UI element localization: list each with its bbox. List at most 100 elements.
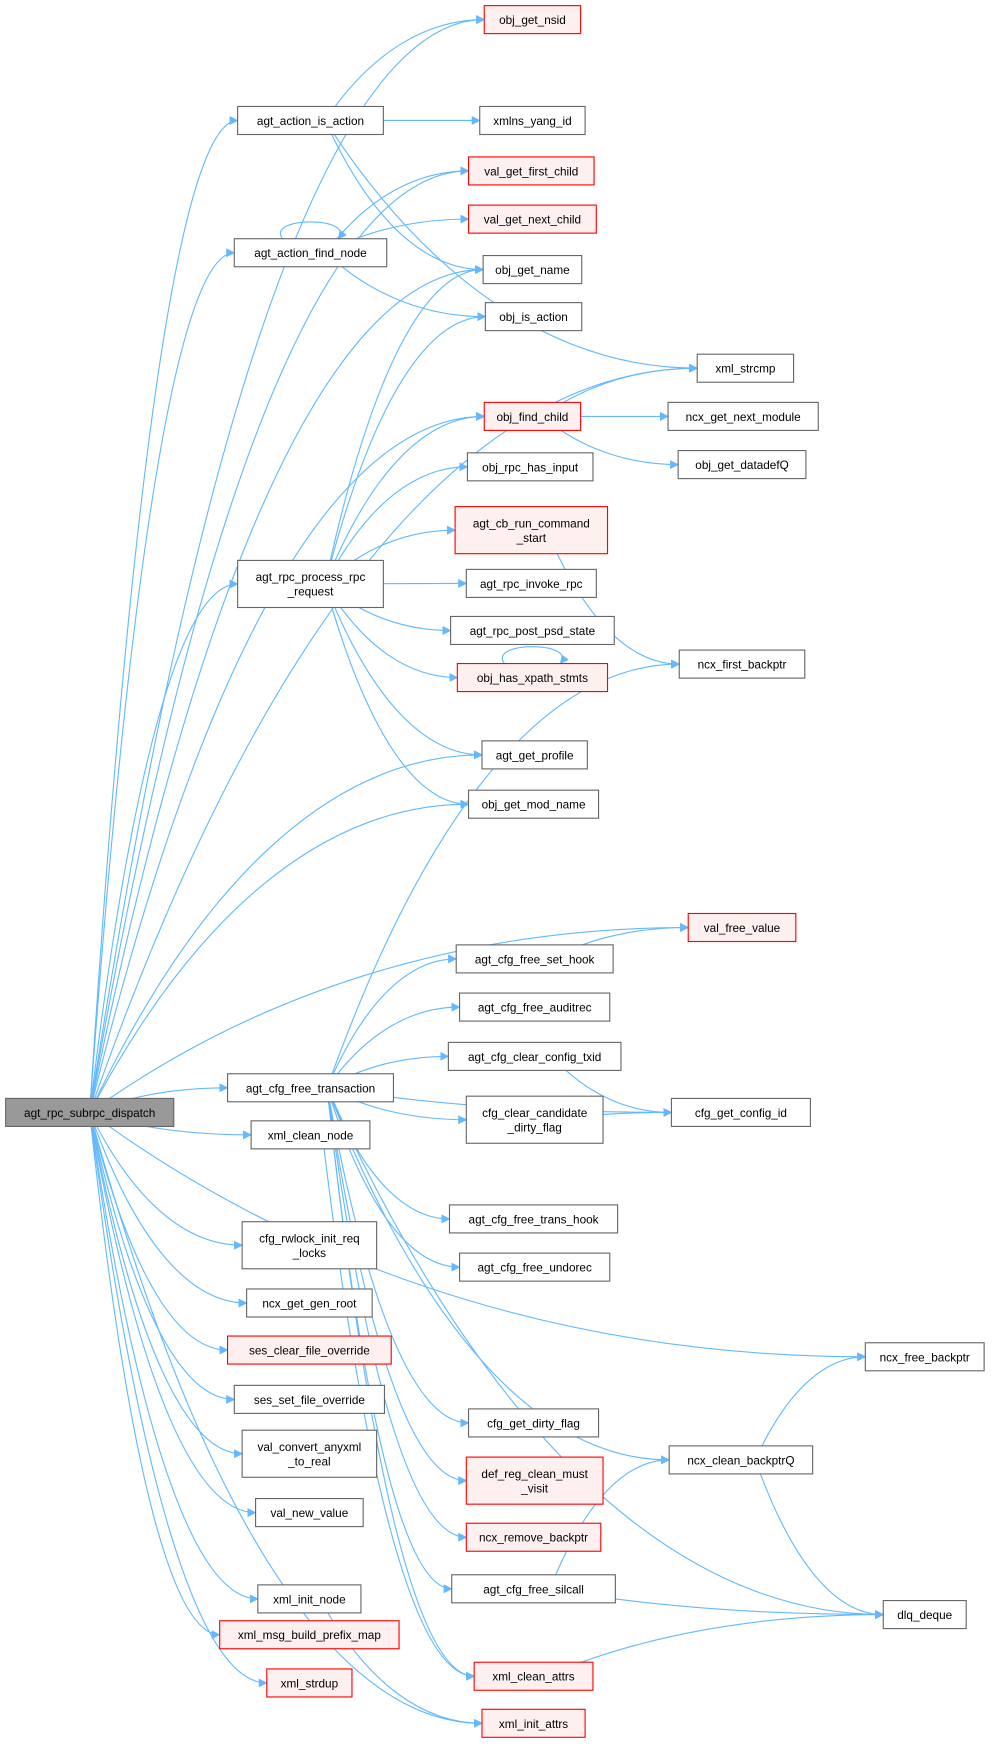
node-label: obj_get_mod_name xyxy=(482,799,586,812)
node-label: _to_real xyxy=(287,1456,330,1469)
node-label: xml_strcmp xyxy=(715,363,776,376)
node-ncx-get-next-module[interactable]: ncx_get_next_module xyxy=(667,401,819,431)
node-val-get-next-child[interactable]: val_get_next_child xyxy=(467,204,597,234)
edge-agt_rpc_subrpc_dispatch-to-ses_clear_file_override xyxy=(89,1112,229,1355)
node-xml-init-node[interactable]: xml_init_node xyxy=(257,1584,362,1614)
node-box xyxy=(454,506,609,555)
node-obj-rpc-has-input[interactable]: obj_rpc_has_input xyxy=(466,452,594,482)
node-obj-get-mod-name[interactable]: obj_get_mod_name xyxy=(467,789,600,819)
node-obj-get-nsid[interactable]: obj_get_nsid xyxy=(483,5,582,35)
node-label: dlq_deque xyxy=(897,1609,952,1622)
node-cfg-rwlock-init-req-locks[interactable]: cfg_rwlock_init_req_locks xyxy=(241,1221,378,1270)
edge-agt_cfg_free_transaction-to-cfg_get_dirty_flag xyxy=(326,1087,470,1428)
node-box xyxy=(668,1445,814,1475)
node-agt-get-profile[interactable]: agt_get_profile xyxy=(481,740,588,770)
node-label: obj_get_nsid xyxy=(499,14,566,27)
node-ncx-remove-backptr[interactable]: ncx_remove_backptr xyxy=(465,1522,602,1552)
node-val-free-value[interactable]: val_free_value xyxy=(687,912,797,943)
node-xml-strdup[interactable]: xml_strdup xyxy=(266,1668,353,1698)
node-label: obj_has_xpath_stmts xyxy=(477,672,588,685)
node-xml-strcmp[interactable]: xml_strcmp xyxy=(696,353,795,383)
node-agt-rpc-post-psd-state[interactable]: agt_rpc_post_psd_state xyxy=(450,615,615,646)
node-agt-cfg-free-set-hook[interactable]: agt_cfg_free_set_hook xyxy=(455,944,614,974)
node-ses-clear-file-override[interactable]: ses_clear_file_override xyxy=(226,1335,392,1365)
node-agt-rpc-subrpc-dispatch[interactable]: agt_rpc_subrpc_dispatch xyxy=(5,1097,175,1128)
node-label: ncx_free_backptr xyxy=(880,1351,970,1364)
node-label: obj_get_name xyxy=(495,264,570,277)
node-box xyxy=(237,559,384,609)
node-box xyxy=(455,944,614,974)
node-box xyxy=(483,5,582,35)
node-box xyxy=(467,156,595,186)
node-box xyxy=(255,1498,364,1528)
node-ncx-clean-backptrQ[interactable]: ncx_clean_backptrQ xyxy=(668,1445,814,1475)
node-box xyxy=(864,1342,985,1372)
edge-agt_cfg_free_transaction-to-agt_cfg_free_auditrec xyxy=(326,1002,461,1089)
node-obj-find-child[interactable]: obj_find_child xyxy=(483,401,582,431)
node-obj-has-xpath-stmts[interactable]: obj_has_xpath_stmts xyxy=(456,662,609,693)
node-def-reg-clean-must-visit[interactable]: def_reg_clean_must_visit xyxy=(465,1456,604,1505)
node-agt-cfg-free-trans-hook[interactable]: agt_cfg_free_trans_hook xyxy=(448,1204,619,1234)
node-box xyxy=(670,1097,811,1128)
node-label: agt_cfg_free_transaction xyxy=(246,1082,375,1095)
node-cfg-clear-candidate-dirty-flag[interactable]: cfg_clear_candidate_dirty_flag xyxy=(465,1095,604,1144)
node-agt-rpc-process-rpc-request[interactable]: agt_rpc_process_rpc_request xyxy=(237,559,384,609)
node-label: xml_clean_node xyxy=(268,1129,354,1142)
node-obj-get-name[interactable]: obj_get_name xyxy=(482,254,583,285)
node-box xyxy=(451,1574,616,1604)
node-box xyxy=(257,1584,362,1614)
node-box xyxy=(667,401,819,431)
edge-agt_action_is_action-to-obj_get_nsid xyxy=(324,15,486,121)
edge-ncx_clean_backptrQ-to-dlq_deque xyxy=(754,1459,885,1620)
node-obj-is-action[interactable]: obj_is_action xyxy=(484,302,583,332)
node-xml-clean-node[interactable]: xml_clean_node xyxy=(250,1120,371,1150)
edge-agt_rpc_subrpc_dispatch-to-agt_rpc_process_rpc_request xyxy=(89,579,239,1113)
node-box xyxy=(241,1429,378,1478)
node-box xyxy=(465,1095,604,1144)
node-val-get-first-child[interactable]: val_get_first_child xyxy=(467,156,595,186)
node-box xyxy=(466,452,594,482)
node-xml-init-attrs[interactable]: xml_init_attrs xyxy=(481,1708,586,1738)
edge-agt_rpc_subrpc_dispatch-to-agt_action_find_node xyxy=(89,248,236,1113)
node-cfg-get-config-id[interactable]: cfg_get_config_id xyxy=(670,1097,811,1128)
node-val-convert-anyxml-to-real[interactable]: val_convert_anyxml_to_real xyxy=(241,1429,378,1478)
edge-xml_init_node-to-xml_init_attrs xyxy=(319,1598,483,1728)
node-val-new-value[interactable]: val_new_value xyxy=(255,1498,364,1528)
node-ncx-free-backptr[interactable]: ncx_free_backptr xyxy=(864,1342,985,1372)
node-agt-action-is-action[interactable]: agt_action_is_action xyxy=(237,105,384,136)
node-label: ncx_remove_backptr xyxy=(479,1532,588,1545)
node-xml-msg-build-prefix-map[interactable]: xml_msg_build_prefix_map xyxy=(219,1620,400,1650)
node-label: ses_set_file_override xyxy=(254,1394,365,1407)
node-box xyxy=(226,1073,395,1103)
edge-agt_rpc_subrpc_dispatch-to-xml_init_node xyxy=(89,1112,259,1604)
node-label: ncx_get_next_module xyxy=(686,411,801,424)
node-agt-cfg-free-silcall[interactable]: agt_cfg_free_silcall xyxy=(451,1574,616,1604)
node-box xyxy=(219,1620,400,1650)
node-agt-cfg-free-transaction[interactable]: agt_cfg_free_transaction xyxy=(226,1073,395,1103)
node-agt-cfg-clear-config-txid[interactable]: agt_cfg_clear_config_txid xyxy=(447,1041,622,1071)
edge-agt_cfg_free_silcall-to-ncx_clean_backptrQ xyxy=(549,1455,671,1590)
edge-agt_rpc_subrpc_dispatch-to-val_get_first_child xyxy=(89,166,470,1113)
node-obj-get-datadefQ[interactable]: obj_get_datadefQ xyxy=(677,450,807,480)
edge-agt_action_find_node-to-obj_is_action xyxy=(325,252,487,322)
edge-agt_rpc_process_rpc_request-to-obj_is_action xyxy=(324,312,487,585)
node-box xyxy=(467,204,597,234)
node-agt-cfg-free-auditrec[interactable]: agt_cfg_free_auditrec xyxy=(459,992,611,1022)
node-agt-rpc-invoke-rpc[interactable]: agt_rpc_invoke_rpc xyxy=(465,568,597,598)
node-ses-set-file-override[interactable]: ses_set_file_override xyxy=(233,1384,386,1414)
node-agt-action-find-node[interactable]: agt_action_find_node xyxy=(233,238,388,268)
edge-agt_rpc_process_rpc_request-to-obj_get_name xyxy=(324,265,485,585)
node-agt-cfg-free-undorec[interactable]: agt_cfg_free_undorec xyxy=(459,1252,611,1282)
node-agt-cb-run-command-start[interactable]: agt_cb_run_command_start xyxy=(454,506,609,555)
node-label: _dirty_flag xyxy=(507,1121,562,1134)
node-xml-clean-attrs[interactable]: xml_clean_attrs xyxy=(473,1661,594,1691)
node-box xyxy=(467,789,600,819)
node-ncx-first-backptr[interactable]: ncx_first_backptr xyxy=(678,649,806,679)
node-dlq-deque[interactable]: dlq_deque xyxy=(882,1600,967,1630)
node-label: val_get_first_child xyxy=(484,165,578,178)
node-cfg-get-dirty-flag[interactable]: cfg_get_dirty_flag xyxy=(467,1408,600,1438)
node-label: xml_clean_attrs xyxy=(492,1671,574,1684)
node-ncx-get-gen-root[interactable]: ncx_get_gen_root xyxy=(246,1288,373,1318)
node-xmlns-yang-id[interactable]: xmlns_yang_id xyxy=(479,105,586,136)
